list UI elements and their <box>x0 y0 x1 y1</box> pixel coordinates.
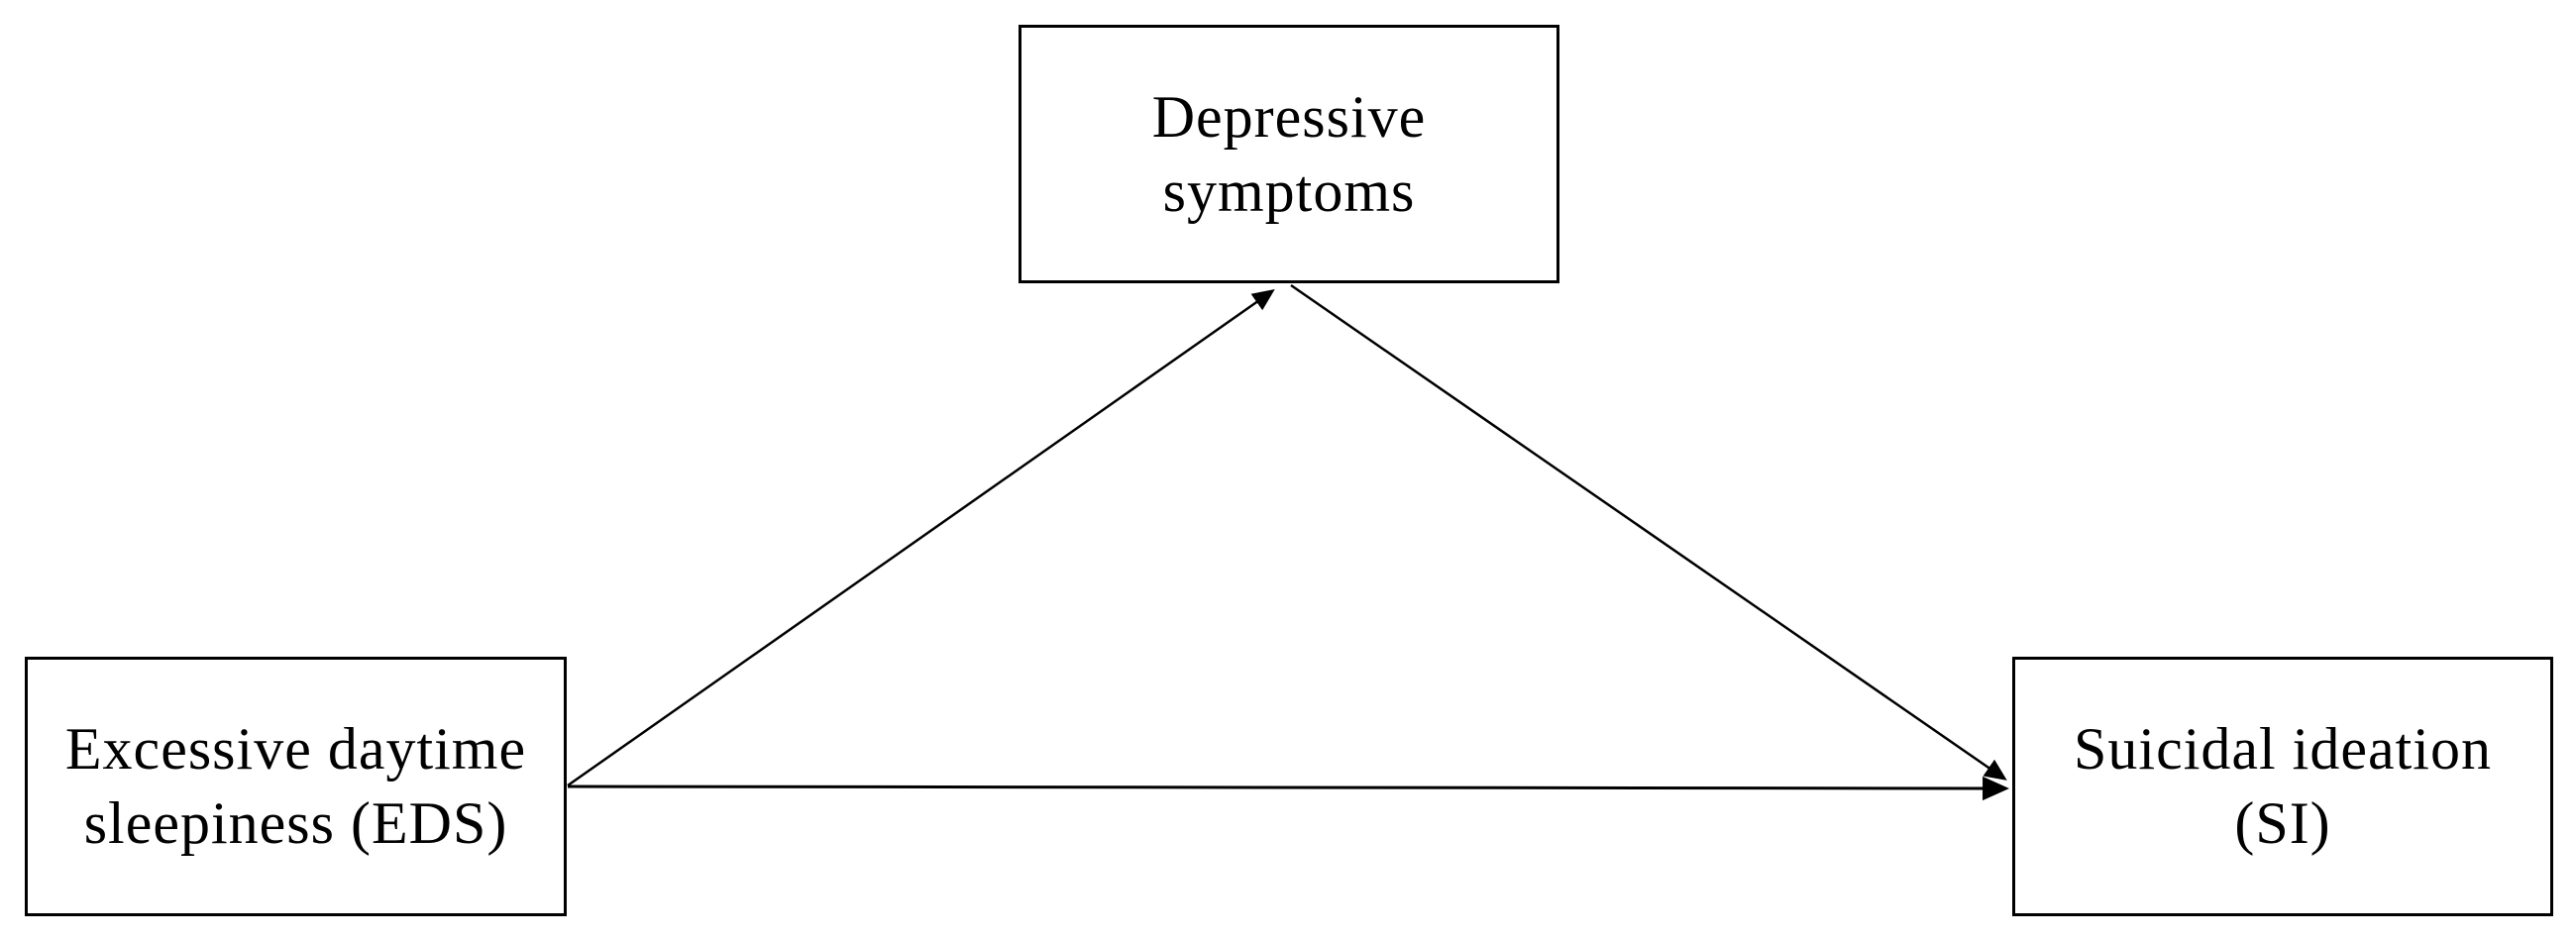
node-si-label-line2: (SI) <box>2234 790 2331 856</box>
node-suicidal-ideation-box: Suicidal ideation (SI) <box>2012 657 2553 916</box>
node-depressive-symptoms-box: Depressive symptoms <box>1019 25 1559 283</box>
node-depressive-label-line1: Depressive <box>1151 83 1427 150</box>
node-eds-label-line2: sleepiness (EDS) <box>83 790 508 856</box>
node-si-label-line1: Suicidal ideation <box>2074 716 2492 782</box>
path-eds-to-depressive-arrow <box>567 289 1275 787</box>
path-depressive-to-si-arrow <box>1290 283 2007 781</box>
node-eds-label-line1: Excessive daytime <box>64 716 527 782</box>
path-eds-to-si-direct-arrow <box>567 776 2010 801</box>
node-depressive-label-line2: symptoms <box>1162 157 1416 224</box>
node-eds-box: Excessive daytime sleepiness (EDS) <box>25 657 567 916</box>
